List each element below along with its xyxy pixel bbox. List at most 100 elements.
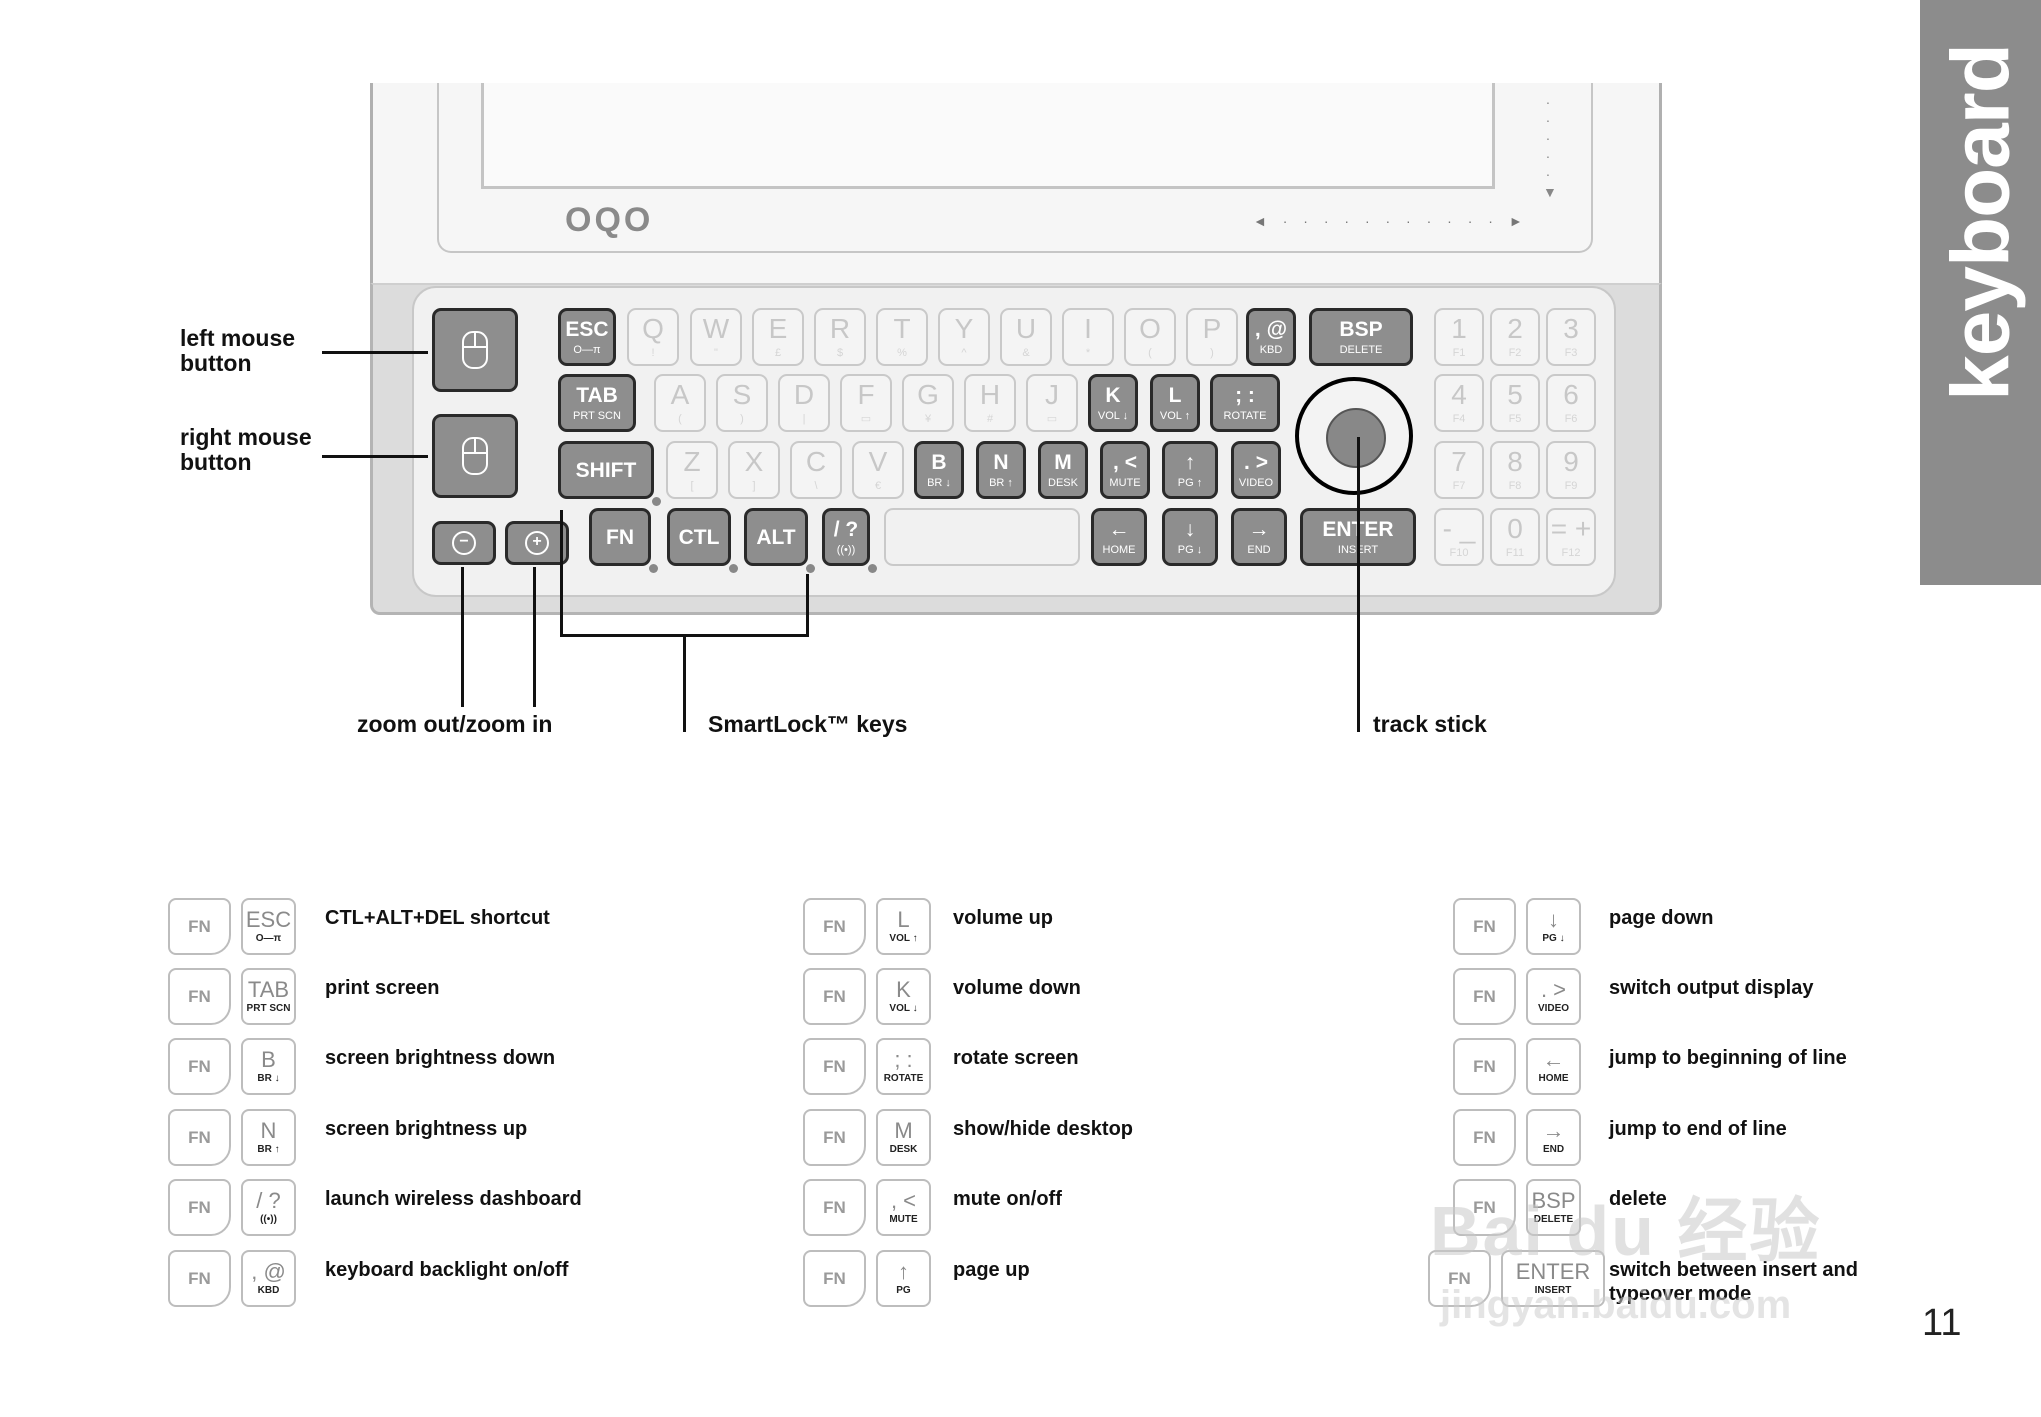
key-a[interactable]: A( (654, 374, 706, 432)
legend-key-label: / ? (256, 1188, 281, 1213)
legend-description: volume up (953, 907, 1054, 929)
key-symbol[interactable]: , <MUTE (1100, 441, 1150, 499)
legend-key-label: B (261, 1047, 276, 1072)
key-sublabel: $ (836, 347, 844, 359)
key-symbol[interactable]: - _F10 (1434, 508, 1484, 566)
legend-key-sublabel: HOME (1538, 1073, 1569, 1084)
key-label: ESC (565, 317, 609, 341)
key-fn[interactable]: FN (589, 508, 658, 573)
key-i[interactable]: I* (1062, 308, 1114, 366)
key-label: SHIFT (575, 458, 637, 482)
legend-key-label: ; : (894, 1047, 913, 1072)
key-sublabel: F8 (1508, 480, 1522, 492)
key-sublabel: % (897, 347, 907, 359)
key-v[interactable]: V€ (852, 441, 904, 499)
key-ctl[interactable]: CTL (667, 508, 738, 573)
key-sublabel: ( (678, 413, 682, 425)
key-h[interactable]: H# (964, 374, 1016, 432)
key-s[interactable]: S) (716, 374, 768, 432)
legend-fn-key: FN (168, 1179, 231, 1236)
key-x[interactable]: X] (728, 441, 780, 499)
key-e[interactable]: E£ (752, 308, 804, 366)
key-symbol[interactable]: . >VIDEO (1231, 441, 1281, 499)
key-sublabel: F9 (1564, 480, 1578, 492)
key-o[interactable]: O( (1124, 308, 1176, 366)
legend-key-label: TAB (247, 977, 290, 1002)
zoom-in-button[interactable]: + (505, 521, 569, 565)
key-sublabel: HOME (1102, 543, 1136, 556)
key-g[interactable]: G¥ (902, 374, 954, 432)
key-sublabel: ¥ (924, 413, 932, 425)
spacebar[interactable] (884, 508, 1080, 566)
key-p[interactable]: P) (1186, 308, 1238, 366)
right-mouse-button[interactable] (432, 414, 518, 498)
track-stick[interactable] (1295, 377, 1413, 495)
key-q[interactable]: Q! (627, 308, 679, 366)
legend-key-sublabel: O—π (255, 933, 282, 944)
key-c[interactable]: C\ (790, 441, 842, 499)
zoom-out-button[interactable]: − (432, 521, 496, 565)
key-label: = + (1550, 513, 1592, 544)
key-d[interactable]: D| (778, 374, 830, 432)
key-alt[interactable]: ALT (744, 508, 815, 573)
key-t[interactable]: T% (876, 308, 928, 366)
key-symbol[interactable]: = +F12 (1546, 508, 1596, 566)
left-mouse-button[interactable] (432, 308, 518, 392)
key-symbol[interactable]: ↓PG ↓ (1162, 508, 1218, 566)
key-u[interactable]: U& (1000, 308, 1052, 366)
key-sublabel: | (802, 413, 806, 425)
key-symbol[interactable]: ; :ROTATE (1210, 374, 1280, 432)
legend-description: page down (1609, 907, 1714, 929)
callout-line-smartlock-left (560, 510, 563, 636)
key-symbol[interactable]: →END (1231, 508, 1287, 566)
key-symbol[interactable]: , @KBD (1246, 308, 1296, 366)
legend-key-label: L (897, 907, 910, 932)
key-symbol[interactable]: ↑PG ↑ (1162, 441, 1218, 499)
legend-fn-key: FN (168, 1038, 231, 1095)
key-j[interactable]: J▭ (1026, 374, 1078, 432)
screen-bezel (437, 83, 1593, 253)
legend-key-label: ↓ (1548, 907, 1559, 932)
legend-fn-key: FN (1453, 1179, 1516, 1236)
section-tab-label: keyboard (1935, 44, 2026, 401)
mouse-icon (462, 331, 488, 369)
key-z[interactable]: Z[ (666, 441, 718, 499)
legend-fn-key: FN (1428, 1250, 1491, 1307)
key-sublabel: F11 (1505, 547, 1525, 559)
key-sublabel: PRT SCN (573, 409, 621, 422)
legend-description: switch between insert and typeover mode (1609, 1259, 1858, 1305)
key-y[interactable]: Y^ (938, 308, 990, 366)
legend-key-sublabel: VIDEO (1537, 1003, 1570, 1014)
key-symbol[interactable]: / ?((•)) (822, 508, 877, 573)
key-r[interactable]: R$ (814, 308, 866, 366)
legend-key-label: N (260, 1118, 277, 1143)
key-symbol[interactable]: ←HOME (1091, 508, 1147, 566)
key-shift[interactable]: SHIFT (558, 441, 661, 506)
key-f[interactable]: F▭ (840, 374, 892, 432)
legend-description: CTL+ALT+DEL shortcut (325, 907, 550, 929)
screen-display (481, 83, 1495, 189)
key-label: 9 (1563, 446, 1579, 477)
legend-fn-key: FN (168, 1250, 231, 1307)
key-w[interactable]: W" (690, 308, 742, 366)
